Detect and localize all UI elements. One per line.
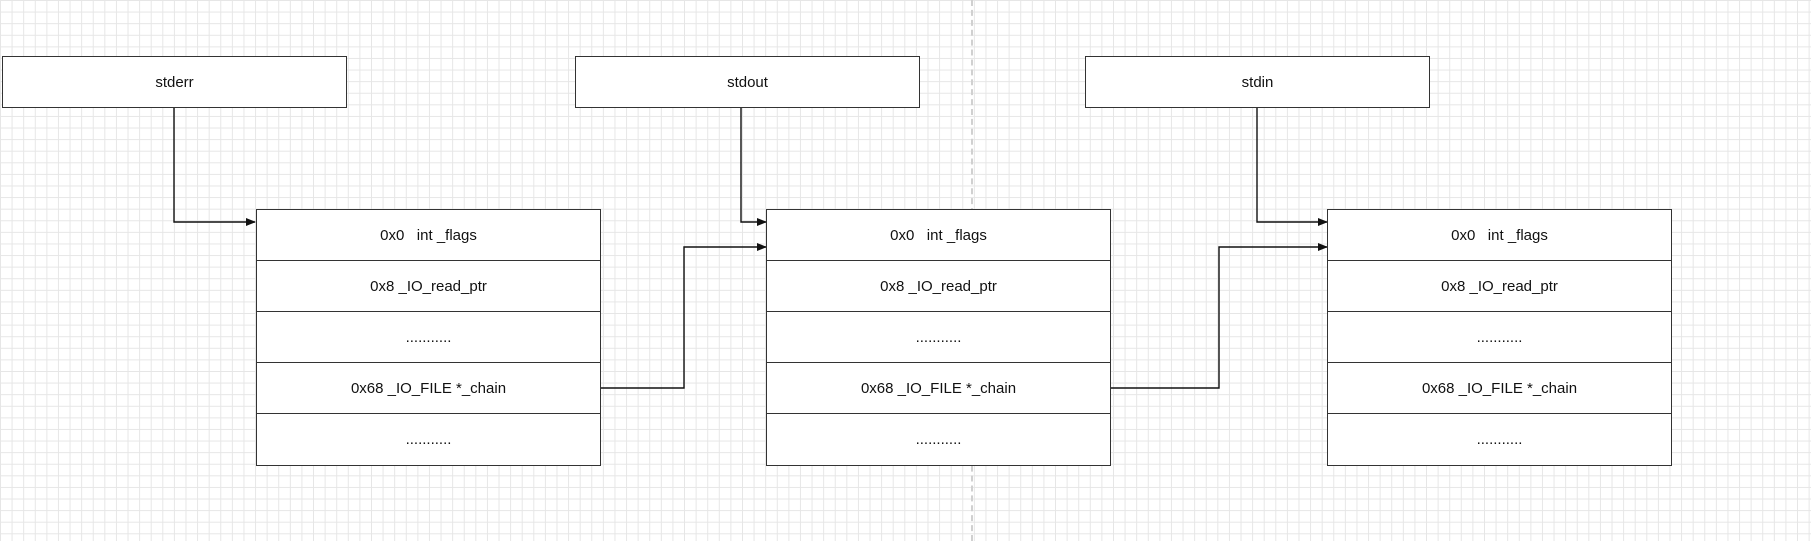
stdin-field-flags[interactable]: 0x0 int _flags <box>1328 210 1671 261</box>
stderr-field-flags[interactable]: 0x0 int _flags <box>257 210 600 261</box>
stdin-io-file-struct: 0x0 int _flags 0x8 _IO_read_ptr ........… <box>1327 209 1672 466</box>
stderr-chain-arrow <box>601 243 767 389</box>
stdout-chain-arrow <box>1111 243 1328 389</box>
stdout-field-ellipsis-end[interactable]: ........... <box>915 431 962 448</box>
stderr-field-ellipsis[interactable]: ........... <box>257 312 600 363</box>
stderr-field-chain[interactable]: 0x68 _IO_FILE *_chain <box>257 363 600 414</box>
stdin-field-chain[interactable]: 0x68 _IO_FILE *_chain <box>1328 363 1671 414</box>
stdin-field-ellipsis[interactable]: ........... <box>1328 312 1671 363</box>
stdin-pointer-arrow <box>1256 108 1328 226</box>
stdout-field-read-ptr[interactable]: 0x8 _IO_read_ptr <box>767 261 1110 312</box>
stderr-label-text: stderr <box>155 73 194 91</box>
stdout-field-chain[interactable]: 0x68 _IO_FILE *_chain <box>767 363 1110 414</box>
stdin-field-read-ptr[interactable]: 0x8 _IO_read_ptr <box>1328 261 1671 312</box>
stderr-field-ellipsis-end[interactable]: ........... <box>405 431 452 448</box>
stdout-io-file-struct: 0x0 int _flags 0x8 _IO_read_ptr ........… <box>766 209 1111 466</box>
stdout-label-text: stdout <box>727 73 768 91</box>
stdin-label-text: stdin <box>1241 73 1274 91</box>
stderr-pointer-arrow <box>173 108 256 226</box>
stdin-label-box[interactable]: stdin <box>1085 56 1430 108</box>
stdout-pointer-arrow <box>740 108 767 226</box>
stdout-field-flags[interactable]: 0x0 int _flags <box>767 210 1110 261</box>
stdout-label-box[interactable]: stdout <box>575 56 920 108</box>
stdout-field-ellipsis[interactable]: ........... <box>767 312 1110 363</box>
stderr-label-box[interactable]: stderr <box>2 56 347 108</box>
stderr-io-file-struct: 0x0 int _flags 0x8 _IO_read_ptr ........… <box>256 209 601 466</box>
stdin-field-ellipsis-end[interactable]: ........... <box>1476 431 1523 448</box>
stderr-field-read-ptr[interactable]: 0x8 _IO_read_ptr <box>257 261 600 312</box>
